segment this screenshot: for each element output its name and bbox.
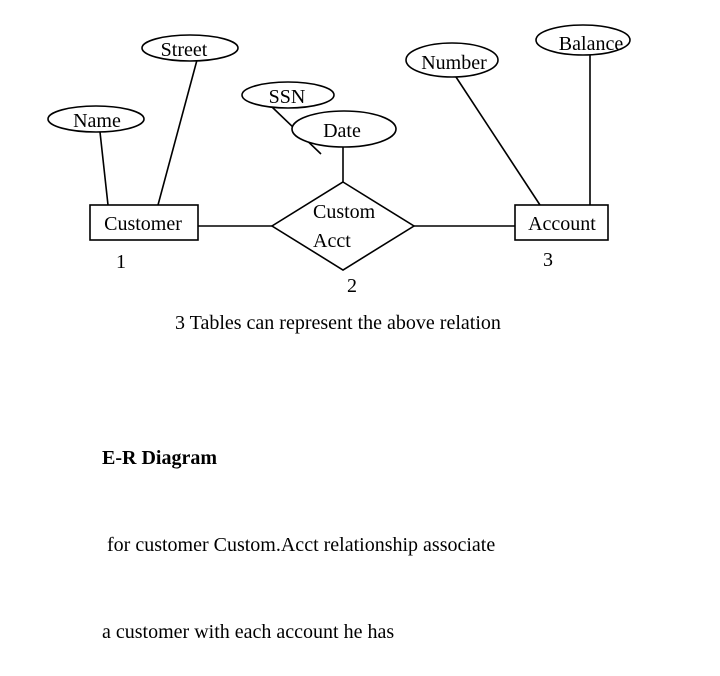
entity-customer: Customer xyxy=(89,204,199,241)
relationship-customacct: Custom Acct xyxy=(270,181,416,271)
table-number-account: 3 xyxy=(543,249,553,271)
attribute-number-label: Number xyxy=(421,52,487,74)
attribute-name: Name xyxy=(47,105,145,133)
edge-number-account xyxy=(455,76,541,206)
attribute-ssn: SSN xyxy=(241,81,335,109)
description: E-R Diagram for customer Custom.Acct rel… xyxy=(102,386,495,676)
entity-account-label: Account xyxy=(528,213,596,235)
caption: 3 Tables can represent the above relatio… xyxy=(175,312,501,334)
description-title: E-R Diagram xyxy=(102,447,217,469)
attribute-date: Date xyxy=(291,110,397,148)
er-diagram: Street Name SSN Date Number Balance Cust… xyxy=(47,24,631,297)
attribute-balance: Balance xyxy=(535,24,631,56)
edge-name-customer xyxy=(99,131,109,206)
attribute-street: Street xyxy=(141,34,239,62)
attribute-street-label: Street xyxy=(161,39,208,61)
attribute-number: Number xyxy=(405,42,499,78)
relationship-label-line1: Custom xyxy=(313,201,376,223)
entity-account: Account xyxy=(514,204,609,241)
attribute-balance-label: Balance xyxy=(559,33,624,55)
description-line-1: for customer Custom.Acct relationship as… xyxy=(102,534,496,556)
relationship-label-line2: Acct xyxy=(313,230,351,252)
table-number-relationship: 2 xyxy=(347,275,357,297)
table-number-customer: 1 xyxy=(116,251,126,273)
edge-street-customer xyxy=(157,59,198,206)
attribute-name-label: Name xyxy=(73,110,121,132)
description-line-2: a customer with each account he has xyxy=(102,621,395,643)
attribute-ssn-label: SSN xyxy=(269,86,306,108)
entity-customer-label: Customer xyxy=(104,213,182,235)
attribute-date-label: Date xyxy=(323,120,361,142)
